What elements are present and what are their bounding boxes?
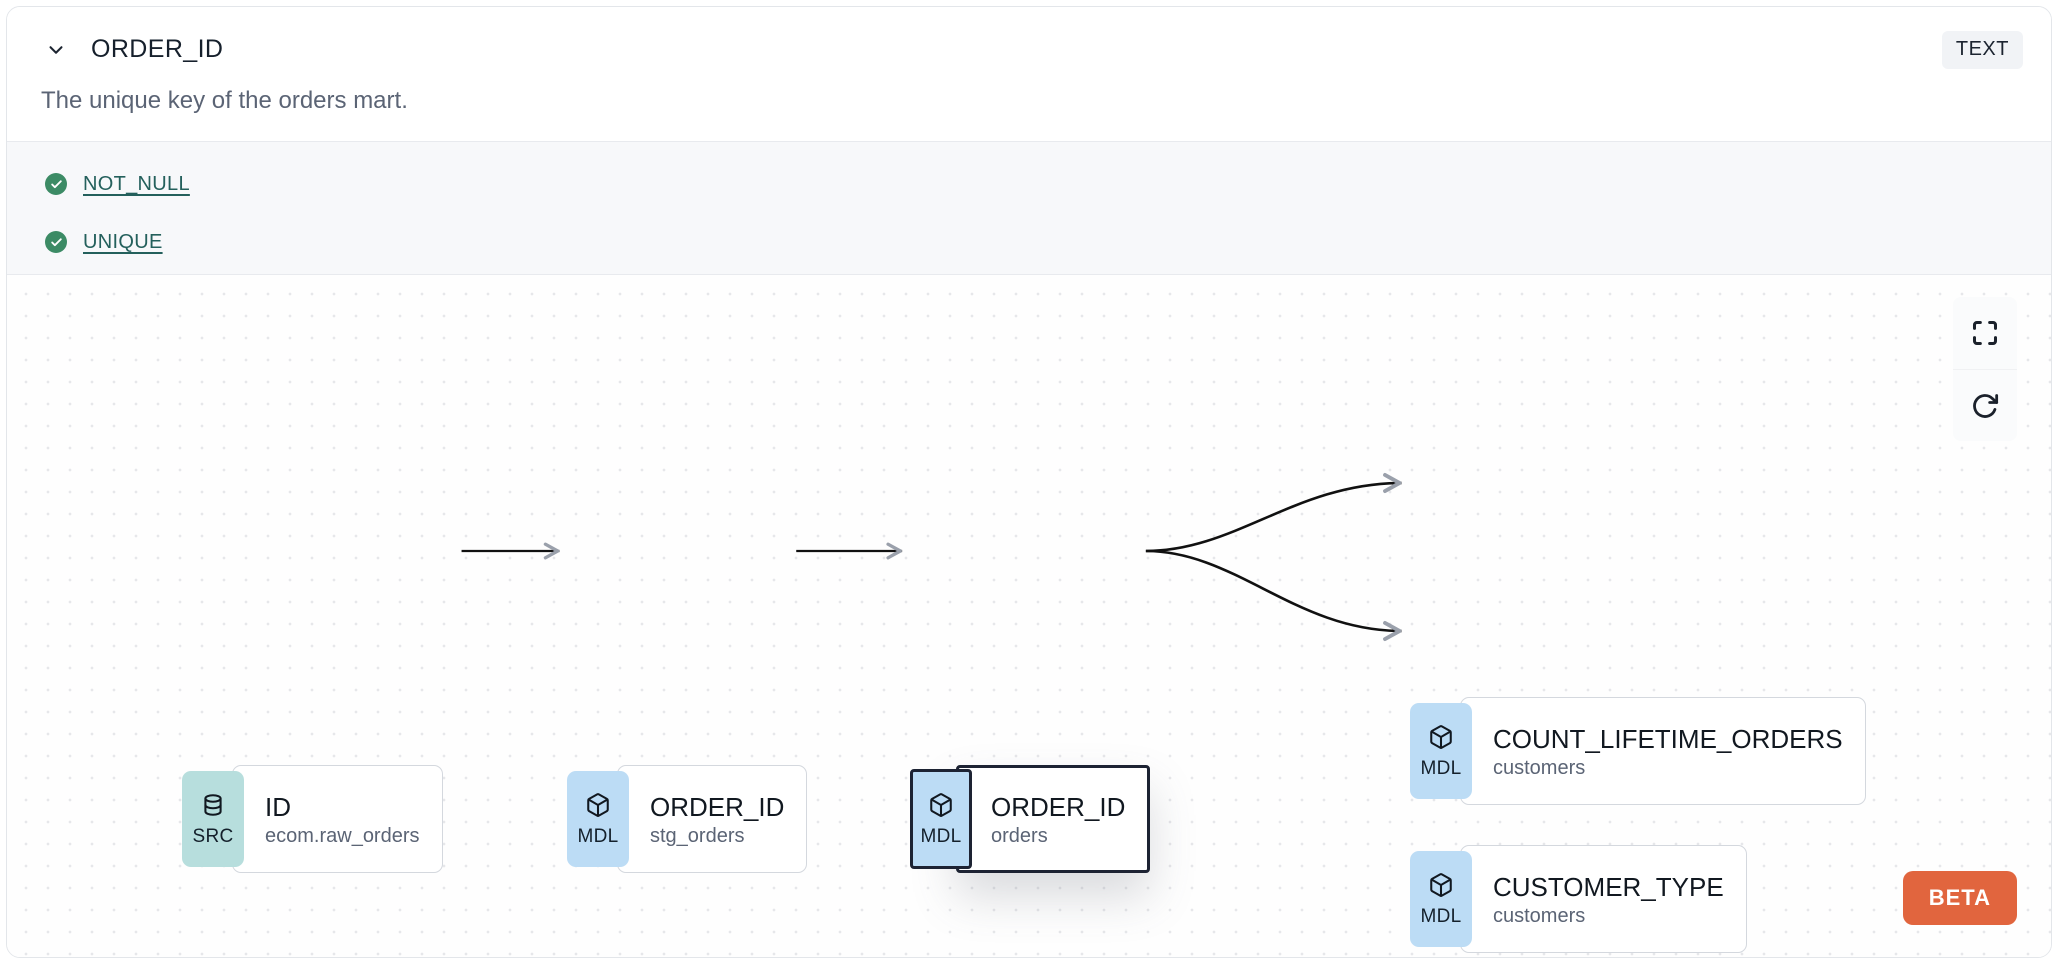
node-column-name: COUNT_LIFETIME_ORDERS xyxy=(1493,723,1843,754)
node-body: CUSTOMER_TYPE customers xyxy=(1460,845,1747,953)
check-circle-icon xyxy=(45,231,67,253)
lineage-node-src-id[interactable]: SRC ID ecom.raw_orders xyxy=(182,765,443,873)
beta-badge[interactable]: BETA xyxy=(1902,871,2017,925)
node-source-name: ecom.raw_orders xyxy=(265,825,420,848)
fullscreen-icon[interactable] xyxy=(1953,297,2017,369)
test-link-not-null[interactable]: NOT_NULL xyxy=(83,172,190,195)
header-title-row: ORDER_ID xyxy=(43,35,223,64)
lineage-edges xyxy=(461,473,1402,641)
lineage-node-count-lifetime-orders[interactable]: MDL COUNT_LIFETIME_ORDERS customers xyxy=(1410,697,1866,805)
node-badge-label: MDL xyxy=(920,826,962,847)
node-badge-label: SRC xyxy=(192,826,234,847)
node-body: ID ecom.raw_orders xyxy=(232,765,443,873)
chevron-down-icon[interactable] xyxy=(43,37,69,63)
node-column-name: ORDER_ID xyxy=(650,791,785,822)
column-detail-card: ORDER_ID TEXT The unique key of the orde… xyxy=(6,6,2052,958)
tests-section: NOT_NULL UNIQUE xyxy=(7,141,2051,275)
node-model-name: stg_orders xyxy=(650,825,745,848)
cube-icon xyxy=(1428,872,1454,903)
node-column-name: CUSTOMER_TYPE xyxy=(1493,871,1724,902)
lineage-node-customer-type[interactable]: MDL CUSTOMER_TYPE customers xyxy=(1410,845,1747,953)
edge-orders-custtype xyxy=(1145,549,1402,641)
node-model-name: orders xyxy=(991,825,1048,848)
cube-icon xyxy=(1428,724,1454,755)
test-row: NOT_NULL xyxy=(45,164,2051,204)
node-body: ORDER_ID orders xyxy=(956,765,1151,873)
cube-icon xyxy=(928,792,954,823)
node-type-badge-mdl: MDL xyxy=(567,771,629,867)
lineage-node-stg-orders[interactable]: MDL ORDER_ID stg_orders xyxy=(567,765,808,873)
canvas-controls xyxy=(1953,297,2017,441)
lineage-canvas[interactable]: SRC ID ecom.raw_orders MDL ORDER_ID xyxy=(7,275,2051,957)
node-body: COUNT_LIFETIME_ORDERS customers xyxy=(1460,697,1866,805)
lineage-node-orders-selected[interactable]: MDL ORDER_ID orders xyxy=(910,765,1151,873)
cube-icon xyxy=(585,792,611,823)
node-type-badge-src: SRC xyxy=(182,771,244,867)
card-header: ORDER_ID TEXT xyxy=(7,7,2051,91)
test-link-unique[interactable]: UNIQUE xyxy=(83,230,163,253)
node-badge-label: MDL xyxy=(577,826,619,847)
node-type-badge-mdl: MDL xyxy=(910,769,972,869)
test-row: UNIQUE xyxy=(45,222,2051,262)
node-column-name: ORDER_ID xyxy=(991,791,1126,822)
check-circle-icon xyxy=(45,173,67,195)
column-type-badge: TEXT xyxy=(1941,31,2023,69)
node-type-badge-mdl: MDL xyxy=(1410,851,1472,947)
node-body: ORDER_ID stg_orders xyxy=(617,765,808,873)
node-badge-label: MDL xyxy=(1420,758,1462,779)
database-icon xyxy=(200,792,226,823)
page-title: ORDER_ID xyxy=(91,35,224,63)
node-badge-label: MDL xyxy=(1420,906,1462,927)
node-model-name: customers xyxy=(1493,905,1586,928)
column-description: The unique key of the orders mart. xyxy=(41,87,408,114)
node-type-badge-mdl: MDL xyxy=(1410,703,1472,799)
refresh-icon[interactable] xyxy=(1953,369,2017,441)
node-column-name: ID xyxy=(265,791,291,822)
edge-orders-count xyxy=(1145,473,1402,553)
node-model-name: customers xyxy=(1493,757,1586,780)
